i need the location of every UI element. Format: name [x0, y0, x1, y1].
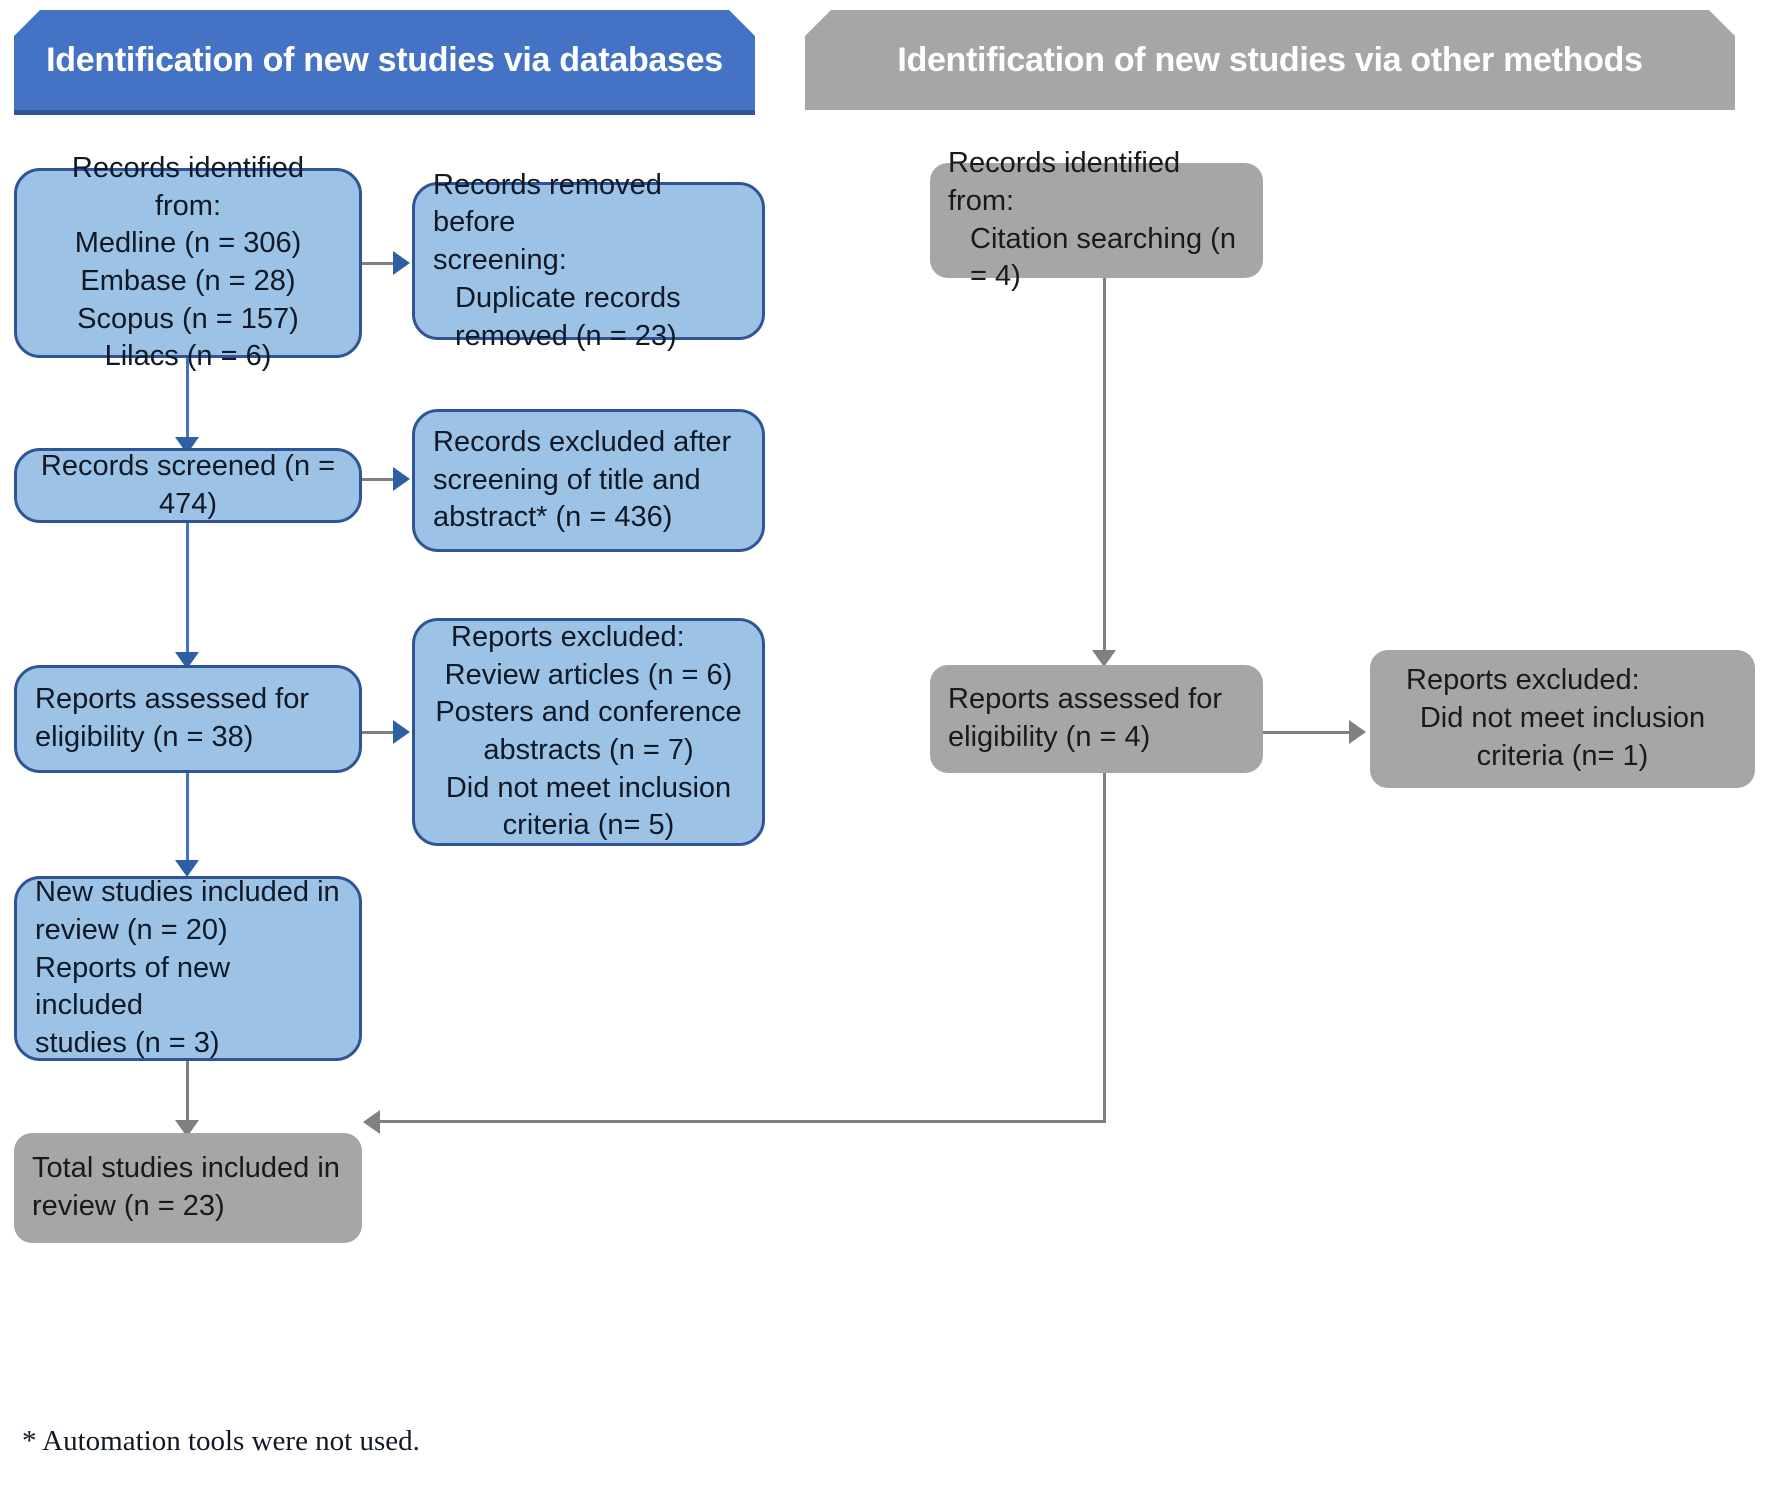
reports-assessed-db-line-1: eligibility (n = 38) [35, 721, 254, 753]
box-records-removed-before-screening: Records removed before screening: Duplic… [412, 169, 765, 352]
new-included-line-0: New studies included in [35, 876, 340, 909]
records-removed-line-1: removed (n = 23) [455, 319, 677, 352]
connector-assessed-to-excluded-om [1263, 731, 1351, 734]
reports-excluded-db-line-4: criteria (n= 5) [502, 809, 675, 842]
box-reports-excluded-databases: Reports excluded: Review articles (n = 6… [412, 618, 765, 846]
box-reports-assessed-databases: Reports assessed for eligibility (n = 38… [14, 665, 362, 773]
reports-excluded-om-line-0: Did not meet inclusion [1419, 702, 1706, 735]
records-removed-heading-line-1: screening: [433, 244, 567, 277]
connector-screened-to-assessed [186, 523, 189, 655]
reports-excluded-om-line-1: criteria (n= 1) [1476, 739, 1649, 772]
connector-identified-to-screened [186, 358, 189, 440]
total-included-line-0: Total studies included in [32, 1152, 340, 1185]
records-screened-text: Records screened (n = 474) [40, 449, 336, 520]
reports-assessed-om-line-0: Reports assessed for [948, 683, 1223, 716]
arrowhead-assessed-to-new-included [175, 860, 199, 877]
arrowhead-citation-to-assessed [1092, 650, 1116, 667]
reports-excluded-db-line-3: Did not meet inclusion [445, 771, 732, 804]
reports-assessed-db-line-0: Reports assessed for [35, 683, 310, 716]
records-removed-heading-line-0: Records removed before [433, 168, 662, 239]
box-reports-assessed-other-methods: Reports assessed for eligibility (n = 4) [930, 665, 1263, 773]
new-included-line-1: review (n = 20) [35, 913, 228, 946]
new-included-line-3: studies (n = 3) [35, 1027, 220, 1060]
records-removed-line-0: Duplicate records [455, 281, 681, 314]
records-excluded-line-0: Records excluded after [433, 425, 732, 458]
connector-citation-to-assessed [1103, 278, 1106, 653]
box-records-identified-other-methods: Records identified from: Citation search… [930, 147, 1263, 292]
connector-assessed-to-new-included [186, 773, 189, 863]
records-identified-line-1: Embase (n = 28) [80, 265, 296, 297]
total-included-line-1: review (n = 23) [32, 1190, 225, 1222]
reports-assessed-om-line-1: eligibility (n = 4) [948, 721, 1151, 753]
arrowhead-assessed-to-excluded-db [393, 720, 410, 744]
records-identified-line-0: Medline (n = 306) [74, 227, 302, 260]
reports-excluded-db-line-2: abstracts (n = 7) [483, 734, 694, 766]
reports-excluded-db-heading: Reports excluded: [451, 620, 685, 653]
connector-screened-to-excluded [362, 478, 395, 481]
reports-excluded-om-heading: Reports excluded: [1406, 664, 1640, 697]
arrowhead-assessed-to-excluded-om [1349, 720, 1366, 744]
box-reports-excluded-other-methods: Reports excluded: Did not meet inclusion… [1370, 650, 1755, 788]
banner-other-methods-label: Identification of new studies via other … [897, 40, 1643, 79]
reports-excluded-db-line-0: Review articles (n = 6) [444, 658, 733, 691]
box-records-identified-databases: Records identified from: Medline (n = 30… [14, 152, 362, 372]
footnote-automation-tools: * Automation tools were not used. [22, 1425, 420, 1457]
connector-assessed-om-down [1103, 773, 1106, 1123]
box-new-studies-included: New studies included in review (n = 20) … [14, 876, 362, 1061]
citation-identified-heading: Records identified from: [948, 147, 1181, 217]
arrowhead-identified-to-removed [393, 251, 410, 275]
box-total-studies-included: Total studies included in review (n = 23… [14, 1133, 362, 1243]
arrowhead-assessed-om-to-new-included [363, 1110, 380, 1134]
connector-assessed-om-to-new-included [380, 1120, 1106, 1123]
records-identified-line-2: Scopus (n = 157) [77, 302, 299, 335]
connector-new-included-to-total [186, 1061, 189, 1123]
records-identified-heading: Records identified from: [71, 151, 305, 222]
connector-identified-to-removed [362, 262, 395, 265]
citation-identified-line-0: Citation searching (n = 4) [970, 222, 1236, 293]
banner-databases-label: Identification of new studies via databa… [46, 40, 723, 79]
box-records-screened: Records screened (n = 474) [14, 448, 362, 523]
new-included-line-2: Reports of new included [35, 951, 231, 1022]
records-excluded-line-2: abstract* (n = 436) [433, 501, 673, 534]
banner-identification-databases: Identification of new studies via databa… [14, 10, 755, 115]
records-excluded-line-1: screening of title and [433, 463, 701, 496]
box-records-excluded-after-screening: Records excluded after screening of titl… [412, 409, 765, 552]
connector-assessed-to-excluded-db [362, 731, 395, 734]
arrowhead-screened-to-excluded [393, 467, 410, 491]
arrowhead-screened-to-assessed [175, 652, 199, 669]
banner-identification-other-methods: Identification of new studies via other … [805, 10, 1735, 110]
reports-excluded-db-line-1: Posters and conference [435, 696, 742, 729]
arrowhead-new-included-to-total [175, 1120, 199, 1137]
